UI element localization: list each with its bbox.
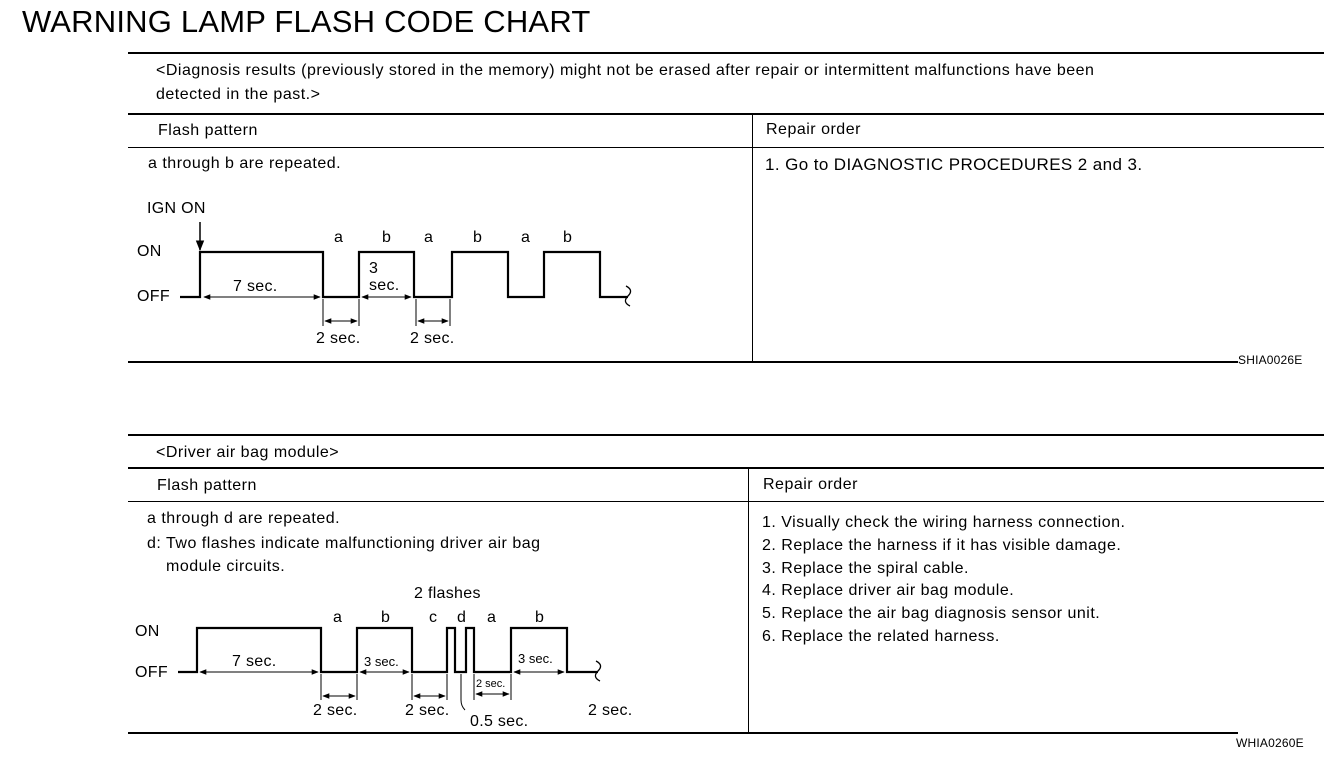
s1-col-repair-order: Repair order (766, 121, 861, 138)
s2-pattern-text-1: a through d are repeated. (147, 510, 341, 527)
s1-pulse-label-a: a (334, 229, 344, 246)
s1-rule (128, 113, 1324, 115)
s1-pulse-label-b: b (563, 229, 573, 246)
s2-pulse-label-a: a (487, 609, 497, 626)
s1-pulse-label-b: b (382, 229, 392, 246)
s1-top-rule (128, 52, 1324, 54)
s1-off-label: OFF (137, 288, 170, 305)
s1-note-line1: <Diagnosis results (previously stored in… (156, 62, 1095, 79)
s2-waveform-line (178, 626, 598, 674)
s2-header-rule (128, 501, 1324, 502)
s2-repair-item-4: 4. Replace driver air bag module. (762, 582, 1015, 599)
s1-break-symbol (624, 285, 632, 307)
s2-top-rule (128, 434, 1324, 436)
s2-off-label: OFF (135, 664, 168, 681)
s2-column-divider (748, 467, 749, 732)
s1-bottom-rule (128, 361, 1238, 363)
s2-repair-item-5: 5. Replace the air bag diagnosis sensor … (762, 605, 1101, 622)
s1-header-rule (128, 147, 1324, 148)
s2-break-symbol (594, 660, 602, 682)
s2-2sec-label-3: 2 sec. (588, 702, 633, 719)
s2-col-flash-pattern: Flash pattern (157, 477, 257, 494)
s2-half-sec-label: 0.5 sec. (470, 713, 529, 730)
s2-col-repair-order: Repair order (763, 476, 858, 493)
s1-figure-code: SHIA0026E (1238, 353, 1303, 367)
s2-two-flashes-label: 2 flashes (414, 585, 481, 602)
s2-pattern-text-3: module circuits. (166, 558, 286, 575)
s2-pulse-label-b: b (535, 609, 545, 626)
s2-pulse-label-a: a (333, 609, 343, 626)
s1-3-label: 3 (369, 260, 379, 277)
s1-pulse-label-b: b (473, 229, 483, 246)
s2-2sec-label-small: 2 sec. (476, 678, 506, 690)
s1-3sec-label: sec. (369, 277, 400, 294)
s2-rule (128, 467, 1324, 469)
s1-7sec-label: 7 sec. (233, 278, 278, 295)
s1-waveform-line (180, 250, 628, 299)
s2-2sec-label-1: 2 sec. (313, 702, 358, 719)
s1-2sec-label-2: 2 sec. (410, 330, 455, 347)
s2-pulse-label-d: d (457, 609, 467, 626)
s2-bottom-rule (128, 732, 1238, 734)
s1-on-label: ON (137, 243, 162, 260)
s2-header: <Driver air bag module> (156, 444, 340, 461)
s2-on-label: ON (135, 623, 160, 640)
s2-3sec-label-2: 3 sec. (518, 651, 553, 666)
s1-pattern-text: a through b are repeated. (148, 155, 342, 172)
s1-pulse-label-a: a (424, 229, 434, 246)
s1-ign-on-label: IGN ON (147, 200, 206, 217)
s2-2sec-label-2: 2 sec. (405, 702, 450, 719)
s2-repair-item-2: 2. Replace the harness if it has visible… (762, 537, 1122, 554)
s2-3sec-label-1: 3 sec. (364, 654, 399, 669)
page-title: WARNING LAMP FLASH CODE CHART (22, 4, 591, 39)
s2-7sec-label: 7 sec. (232, 653, 277, 670)
s1-pulse-label-a: a (521, 229, 531, 246)
s2-half-sec-pointer (460, 674, 466, 711)
s1-column-divider (752, 113, 753, 363)
s2-repair-item-3: 3. Replace the spiral cable. (762, 560, 969, 577)
s2-figure-code: WHIA0260E (1236, 736, 1304, 750)
s2-pulse-label-c: c (429, 609, 438, 626)
s1-repair-text: 1. Go to DIAGNOSTIC PROCEDURES 2 and 3. (765, 155, 1143, 174)
s2-repair-item-6: 6. Replace the related harness. (762, 628, 1000, 645)
s2-repair-item-1: 1. Visually check the wiring harness con… (762, 514, 1126, 531)
s2-pulse-label-b: b (381, 609, 391, 626)
s1-col-flash-pattern: Flash pattern (158, 122, 258, 139)
s1-note-line2: detected in the past.> (156, 86, 321, 103)
s2-pattern-text-2: d: Two flashes indicate malfunctioning d… (147, 535, 541, 552)
s1-2sec-label-1: 2 sec. (316, 330, 361, 347)
